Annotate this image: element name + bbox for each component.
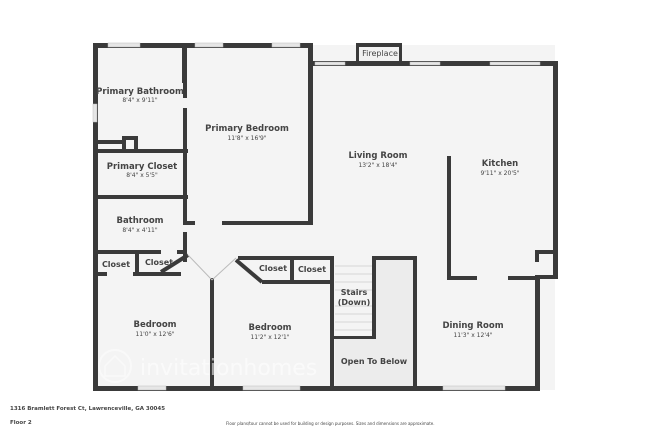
- window: [442, 385, 506, 391]
- watermark-logo-icon: [98, 349, 132, 383]
- window: [107, 42, 141, 48]
- room-label-bathroom: Bathroom: [116, 216, 163, 226]
- room-label-living-room: Living Room: [349, 151, 408, 161]
- window: [194, 42, 224, 48]
- room-dims-bedroom-2: 11'2" x 12'1": [250, 334, 289, 341]
- window: [489, 61, 541, 66]
- room-label-primary-bathroom: Primary Bathroom: [96, 87, 184, 97]
- room-label-kitchen: Kitchen: [482, 159, 518, 169]
- watermark-text: invitationhomes: [140, 356, 317, 381]
- window: [314, 61, 346, 66]
- room-dims-primary-closet: 8'4" x 5'5": [126, 172, 158, 179]
- property-address: 1316 Bramlett Forest Ct, Lawrenceville, …: [10, 406, 166, 412]
- interior-walls: [93, 45, 538, 391]
- room-label-dining-room: Dining Room: [442, 321, 503, 331]
- stairs-direction-label: (Down): [338, 298, 371, 307]
- open-to-below-upper: [375, 258, 415, 338]
- window: [242, 385, 301, 391]
- room-label-bedroom-1: Bedroom: [133, 320, 176, 330]
- room-dims-primary-bedroom: 11'8" x 16'9": [227, 135, 266, 142]
- room-dims-primary-bathroom: 8'4" x 9'11": [122, 97, 158, 104]
- closet-label-3: Closet: [259, 264, 287, 273]
- fireplace-label: Fireplace: [362, 49, 398, 58]
- closet-label-4: Closet: [298, 265, 326, 274]
- stairs-treads: [335, 265, 373, 331]
- room-dims-dining-room: 11'3" x 12'4": [453, 332, 492, 339]
- fireplace-wall: [356, 43, 402, 47]
- window: [271, 42, 301, 48]
- window: [137, 385, 167, 391]
- room-dims-living-room: 13'2" x 18'4": [358, 162, 397, 169]
- door-openings: [187, 254, 237, 281]
- window: [92, 103, 98, 123]
- open-to-below-area: [335, 336, 415, 388]
- angled-walls: [159, 253, 264, 284]
- room-dims-kitchen: 9'11" x 20'5": [480, 170, 519, 177]
- closet-label-2: Closet: [145, 258, 173, 267]
- window: [409, 61, 441, 66]
- floor-area: [95, 45, 555, 390]
- closet-label-1: Closet: [102, 260, 130, 269]
- room-label-primary-closet: Primary Closet: [107, 162, 178, 172]
- room-label-bedroom-2: Bedroom: [248, 323, 291, 333]
- room-label-primary-bedroom: Primary Bedroom: [205, 124, 289, 134]
- stairs-area: [335, 258, 373, 336]
- fireplace-hearth: [359, 47, 399, 62]
- open-to-below-label: Open To Below: [341, 357, 408, 366]
- stairs-label: Stairs: [341, 288, 368, 297]
- room-dims-bedroom-1: 11'0" x 12'6": [135, 331, 174, 338]
- room-dims-bathroom: 8'4" x 4'11": [122, 227, 158, 234]
- disclaimer: Floor plans/tour cannot be used for buil…: [226, 421, 435, 426]
- floor-label: Floor 2: [10, 420, 32, 426]
